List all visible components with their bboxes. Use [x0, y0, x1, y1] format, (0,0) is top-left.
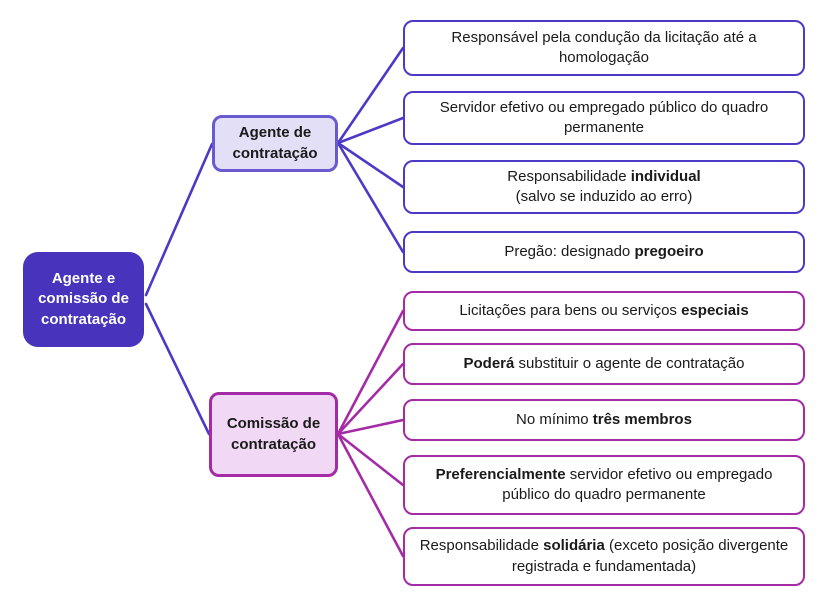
leaf-pregao-designado-pregoeiro: Pregão: designado pregoeiro	[403, 231, 805, 273]
node-label: Pregão: designado pregoeiro	[504, 242, 703, 262]
node-label: Agente e comissão de contratação	[38, 270, 129, 328]
text-segment: Responsabilidade	[507, 167, 631, 185]
leaf-responsavel-conducao-licitacao: Responsável pela condução da licitação a…	[403, 20, 805, 76]
node-label: Preferencialmente servidor efetivo ou em…	[419, 465, 789, 506]
connector-line	[336, 309, 405, 436]
node-label: Licitações para bens ou serviços especia…	[459, 301, 748, 321]
text-segment: (exceto posição divergente registrada e …	[511, 537, 789, 575]
node-label: Servidor efetivo ou empregado público do…	[419, 98, 789, 139]
connector-line	[336, 141, 405, 189]
connector-line	[336, 46, 405, 145]
leaf-no-minimo-tres-membros: No mínimo três membros	[403, 399, 805, 441]
text-segment: três membros	[592, 410, 692, 428]
connector-line	[336, 362, 405, 436]
node-label: No mínimo três membros	[516, 410, 692, 430]
branch-node-agente-de-contratacao: Agente de contratação	[212, 115, 338, 172]
text-segment: solidária	[543, 537, 605, 555]
leaf-licitacoes-bens-servicos-especiais: Licitações para bens ou serviços especia…	[403, 291, 805, 331]
text-segment: No mínimo	[516, 410, 593, 428]
node-label: Poderá substituir o agente de contrataçã…	[463, 354, 744, 374]
text-segment: especiais	[681, 301, 749, 319]
node-label: Responsabilidade solidária (exceto posiç…	[419, 536, 789, 577]
text-segment: servidor efetivo ou empregado público do…	[502, 465, 773, 503]
node-label: Agente de contratação	[232, 124, 318, 162]
connector-line	[336, 116, 405, 145]
text-segment: Preferencialmente	[435, 465, 566, 483]
text-segment: individual	[630, 167, 701, 185]
leaf-servidor-efetivo-quadro-permanente: Servidor efetivo ou empregado público do…	[403, 91, 805, 145]
connector-line	[336, 141, 405, 254]
text-segment: Responsabilidade	[419, 537, 544, 555]
text-segment: (salvo se induzido ao erro)	[515, 188, 693, 205]
leaf-responsabilidade-individual: Responsabilidade individual (salvo se in…	[403, 160, 805, 214]
connector-line	[336, 432, 405, 487]
connector-line-root-agente	[144, 142, 214, 297]
connector-line	[336, 432, 405, 558]
root-node-agente-e-comissao: Agente e comissão de contratação	[23, 252, 144, 347]
node-label: Comissão de contratação	[226, 415, 321, 453]
text-segment: pregoeiro	[634, 242, 704, 260]
node-label: Responsável pela condução da licitação a…	[419, 28, 789, 69]
connector-line-root-comissao	[144, 302, 211, 436]
text-segment: Servidor efetivo ou empregado público do…	[439, 98, 769, 136]
text-segment: Pregão: designado	[504, 242, 635, 260]
text-segment: Poderá	[463, 354, 515, 372]
branch-node-comissao-de-contratacao: Comissão de contratação	[209, 392, 338, 477]
leaf-responsabilidade-solidaria: Responsabilidade solidária (exceto posiç…	[403, 527, 805, 586]
text-segment: substituir o agente de contratação	[514, 354, 745, 372]
node-label: Responsabilidade individual (salvo se in…	[507, 167, 700, 208]
leaf-preferencialmente-servidor-efetivo: Preferencialmente servidor efetivo ou em…	[403, 455, 805, 515]
leaf-podera-substituir-agente: Poderá substituir o agente de contrataçã…	[403, 343, 805, 385]
text-segment: Licitações para bens ou serviços	[459, 301, 682, 319]
text-segment: Responsável pela condução da licitação a…	[451, 28, 757, 66]
connector-line	[336, 418, 405, 436]
